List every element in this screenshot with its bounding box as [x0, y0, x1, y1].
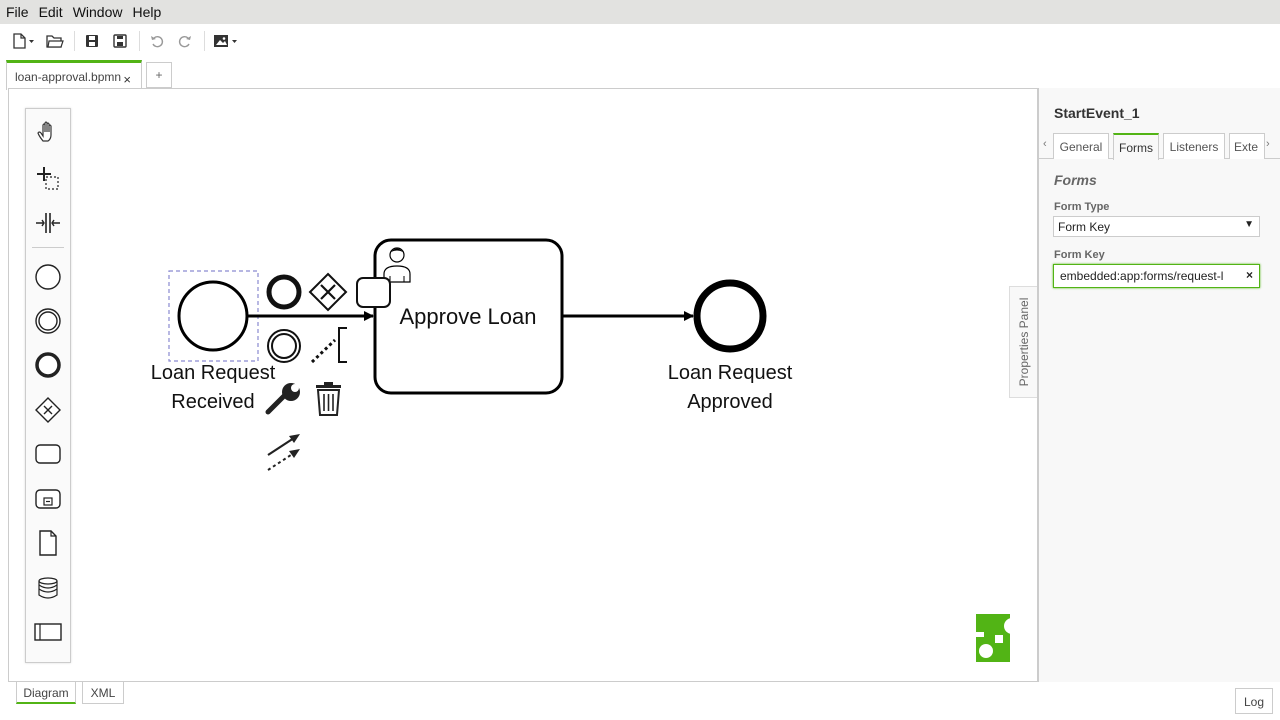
- tool-palette: [25, 108, 71, 663]
- lasso-tool[interactable]: [34, 164, 62, 192]
- tab-xml[interactable]: XML: [82, 682, 124, 704]
- save-as-icon: [113, 34, 127, 48]
- data-object-tool[interactable]: [34, 529, 62, 557]
- file-tab-label: loan-approval.bpmn: [15, 70, 122, 84]
- toolbar-separator: [139, 31, 140, 51]
- tab-scroll-right-icon[interactable]: ›: [1266, 138, 1270, 150]
- undo-icon: [151, 35, 164, 48]
- append-intermediate-event-icon[interactable]: [267, 329, 301, 363]
- end-event[interactable]: [693, 279, 767, 353]
- start-event-label: Loan Request: [151, 362, 276, 384]
- tab-extensions[interactable]: Exte: [1229, 133, 1265, 159]
- new-file-button[interactable]: [8, 28, 38, 54]
- folder-open-icon: [46, 35, 64, 48]
- undo-button[interactable]: [146, 28, 168, 54]
- end-event-label: Loan Request: [668, 362, 793, 384]
- context-pad: [265, 272, 391, 471]
- intermediate-event-icon: [35, 308, 61, 334]
- toolbar-separator: [74, 31, 75, 51]
- start-event-label: Received: [171, 391, 254, 413]
- subprocess-tool[interactable]: [34, 485, 62, 513]
- form-key-value: embedded:app:forms/request-l: [1060, 269, 1224, 283]
- bottom-bar: Diagram XML Log: [0, 682, 1280, 720]
- pool-icon: [34, 623, 62, 641]
- tab-strip: loan-approval.bpmn × +: [0, 58, 1280, 90]
- properties-panel-toggle[interactable]: Properties Panel: [1009, 286, 1037, 398]
- log-button[interactable]: Log: [1235, 688, 1273, 714]
- lasso-icon: [37, 167, 59, 190]
- menu-help[interactable]: Help: [132, 4, 162, 20]
- start-event-tool[interactable]: [34, 263, 62, 291]
- export-image-button[interactable]: [211, 28, 241, 54]
- trash-icon[interactable]: [316, 382, 341, 416]
- properties-tabs: ‹ General Forms Listeners Exte ›: [1039, 132, 1280, 160]
- pool-tool[interactable]: [34, 618, 62, 646]
- file-tab[interactable]: loan-approval.bpmn ×: [6, 60, 142, 90]
- properties-panel-toggle-label: Properties Panel: [1016, 297, 1031, 387]
- form-key-label: Form Key: [1054, 249, 1105, 261]
- gateway-icon: [35, 397, 61, 423]
- intermediate-event-tool[interactable]: [34, 307, 62, 335]
- hand-tool[interactable]: [34, 119, 62, 147]
- space-tool[interactable]: [34, 209, 62, 237]
- properties-panel: StartEvent_1 ‹ General Forms Listeners E…: [1038, 88, 1280, 682]
- end-event-icon: [35, 352, 61, 378]
- camunda-logo-icon: [976, 614, 1010, 662]
- new-file-icon: [13, 33, 34, 49]
- open-file-button[interactable]: [44, 28, 66, 54]
- end-event-tool[interactable]: [34, 351, 62, 379]
- forms-group-title: Forms: [1054, 172, 1097, 188]
- user-task-icon: [383, 247, 411, 283]
- toolbar: [0, 24, 1280, 58]
- append-gateway-icon[interactable]: [308, 272, 348, 312]
- tab-forms[interactable]: Forms: [1113, 133, 1159, 160]
- text-annotation-icon[interactable]: [310, 327, 347, 364]
- start-event[interactable]: [177, 280, 249, 352]
- form-type-label: Form Type: [1054, 201, 1110, 213]
- data-object-icon: [39, 530, 57, 556]
- menu-edit[interactable]: Edit: [38, 4, 63, 20]
- toolbar-separator: [204, 31, 205, 51]
- palette-separator: [32, 247, 64, 248]
- redo-icon: [178, 35, 191, 48]
- wrench-icon[interactable]: [265, 383, 300, 415]
- save-as-button[interactable]: [109, 28, 131, 54]
- element-id-title: StartEvent_1: [1054, 105, 1140, 121]
- form-type-select[interactable]: Form Key ▼: [1053, 216, 1260, 237]
- gateway-tool[interactable]: [34, 396, 62, 424]
- dropdown-arrow-icon: ▼: [1244, 219, 1254, 230]
- form-type-value: Form Key: [1058, 220, 1111, 234]
- redo-button[interactable]: [174, 28, 196, 54]
- task-label: Approve Loan: [400, 304, 537, 329]
- add-tab-button[interactable]: +: [146, 62, 172, 88]
- task-tool[interactable]: [34, 440, 62, 468]
- bpmn-diagram: Loan Request Received Approve Loan Loan …: [151, 238, 1010, 662]
- clear-input-icon[interactable]: ×: [1243, 268, 1253, 282]
- image-icon: [214, 35, 237, 47]
- start-event-icon: [35, 264, 61, 290]
- data-store-icon: [38, 577, 58, 599]
- menu-window[interactable]: Window: [72, 4, 123, 20]
- task-icon: [35, 444, 61, 464]
- append-task-icon[interactable]: [356, 277, 391, 308]
- form-key-input[interactable]: embedded:app:forms/request-l ×: [1053, 264, 1260, 288]
- space-tool-icon: [36, 213, 60, 233]
- end-event-label: Approved: [687, 391, 773, 413]
- close-tab-icon[interactable]: ×: [123, 72, 131, 87]
- append-end-event-icon[interactable]: [266, 274, 302, 310]
- tab-diagram[interactable]: Diagram: [16, 682, 76, 704]
- connect-icon[interactable]: [267, 434, 300, 471]
- tab-scroll-left-icon[interactable]: ‹: [1043, 138, 1047, 150]
- data-store-tool[interactable]: [34, 574, 62, 602]
- menu-file[interactable]: File: [6, 4, 29, 20]
- tab-listeners[interactable]: Listeners: [1163, 133, 1225, 159]
- tab-general[interactable]: General: [1053, 133, 1109, 159]
- hand-icon: [37, 121, 52, 142]
- save-button[interactable]: [81, 28, 103, 54]
- save-icon: [86, 35, 98, 47]
- subprocess-icon: [35, 489, 61, 509]
- menu-bar: File Edit Window Help: [0, 0, 1280, 24]
